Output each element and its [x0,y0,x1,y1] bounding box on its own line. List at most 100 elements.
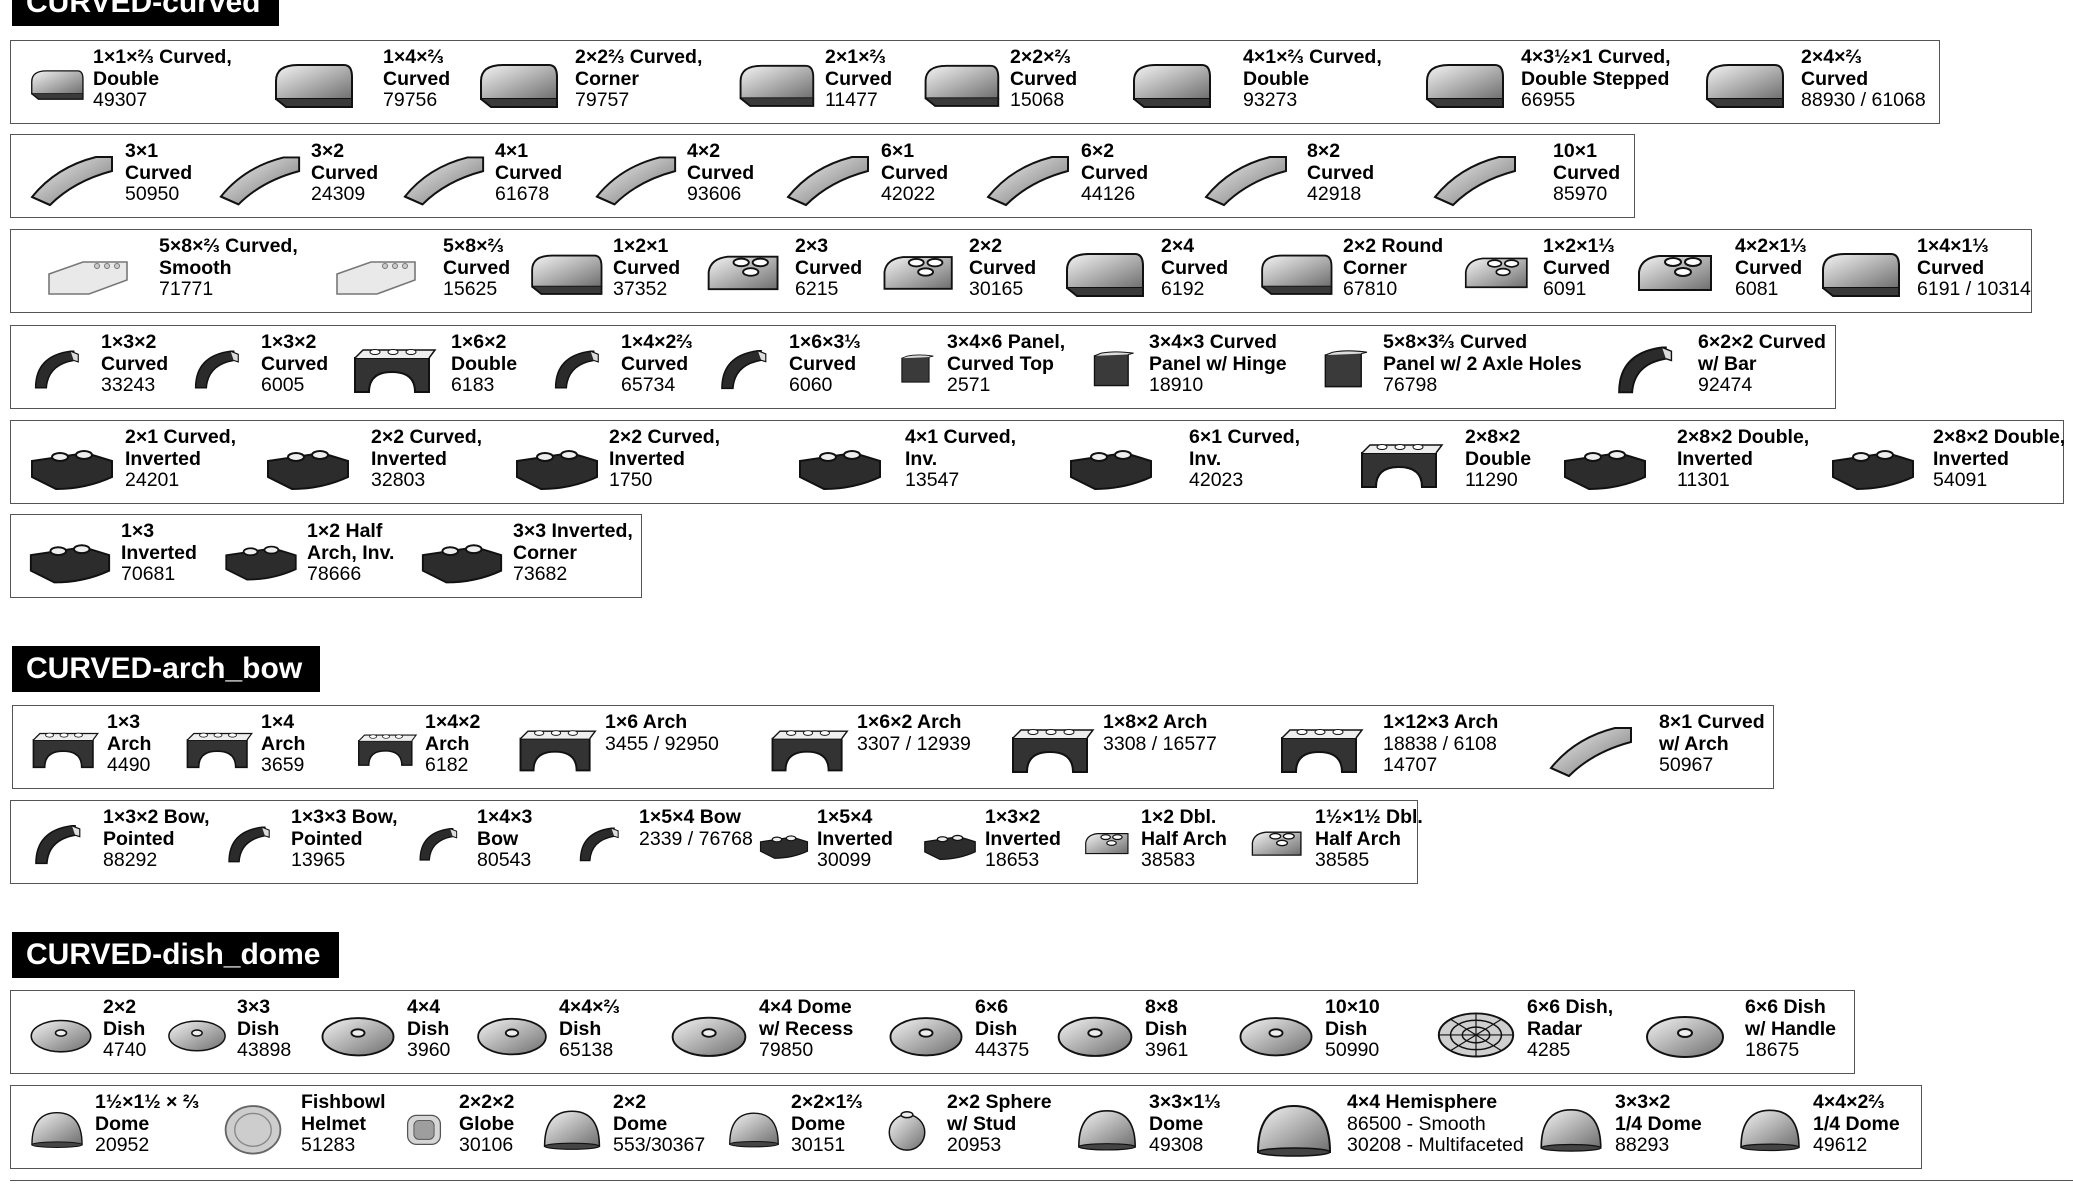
part-name: 4×1×⅔ Curved, Double [1243,46,1382,90]
part-number: 80543 [477,849,532,871]
part-number: 49612 [1813,1134,1868,1156]
part-name: 1×1×⅔ Curved, Double [93,46,232,90]
studded-brick-icon [701,240,789,304]
part-number: 67810 [1343,278,1398,300]
part-label: 6×1 Curved, Inv.42023 [1189,426,1300,492]
part-number: 20952 [95,1134,150,1156]
quarter-arc-brick-icon [185,336,255,400]
curved-brick-icon [1807,240,1911,304]
part-number: 50950 [125,183,180,205]
helmet-icon [211,1096,295,1160]
part-number: 79850 [759,1039,814,1061]
part-number: 49308 [1149,1134,1204,1156]
part-name: 5×8×3⅔ Curved Panel w/ 2 Axle Holes [1383,331,1582,375]
part-number: 65734 [621,374,676,396]
arch-brick-icon [353,716,419,780]
part-number: 50967 [1659,754,1714,776]
part-number: 61678 [495,183,550,205]
part-name: 1×4×2⅔ Curved [621,331,693,375]
part-name: 1×5×4 Inverted [817,806,893,850]
part-number: 33243 [101,374,156,396]
part-number: 88293 [1615,1134,1670,1156]
part-number: 6215 [795,278,839,300]
part-name: 1×12×3 Arch [1383,711,1499,733]
section-header: CURVED-arch_bow [12,646,321,692]
part-number: 4490 [107,754,151,776]
part-name: 4×4 Hemisphere [1347,1091,1498,1113]
inverted-brick-icon [25,431,119,495]
slope-brick-icon [1405,145,1545,209]
part-number: 79757 [575,89,630,111]
part-number: 6060 [789,374,833,396]
part-number: 70681 [121,563,176,585]
slope-brick-icon [399,145,489,209]
arch-brick-icon [765,716,851,780]
curved-brick-icon [1103,51,1237,115]
section-header: CURVED-curved [12,0,279,26]
part-name: 2×8×2 Double, Inverted [1933,426,2066,470]
part-number: 30099 [817,849,872,871]
part-name: 1×6×2 Arch [857,711,962,733]
part-name: 2×2 Dome [613,1091,668,1135]
part-number: 18675 [1745,1039,1800,1061]
slope-brick-icon [981,145,1075,209]
part-number: 13547 [905,469,960,491]
part-number: 2339 / 76768 [639,827,753,850]
part-number: 18910 [1149,374,1204,396]
part-name: 8×1 Curved w/ Arch [1659,711,1765,755]
inverted-brick-icon [757,811,811,875]
part-name: 6×2 Curved [1081,140,1149,184]
part-number: 1750 [609,469,653,491]
inverted-brick-icon [921,811,979,875]
part-number: 6182 [425,754,469,776]
part-name: 5×8×⅔ Curved [443,235,511,279]
part-number: 32803 [371,469,426,491]
part-number: 4285 [1527,1039,1571,1061]
dish-icon [315,1001,401,1065]
part-name: 8×2 Curved [1307,140,1375,184]
part-number: 78666 [307,563,362,585]
slope-brick-icon [1529,716,1653,780]
part-name: 4×3½×1 Curved, Double Stepped [1521,46,1671,90]
part-name: 1×3×2 Bow, Pointed [103,806,210,850]
part-number: 88292 [103,849,158,871]
part-label: 4×1 Curved, Inv.13547 [905,426,1016,492]
part-number: 6081 [1735,278,1779,300]
quarter-arc-brick-icon [25,811,97,875]
part-number: 11477 [825,89,878,111]
plate-brick-icon [25,240,153,304]
part-number: 73682 [513,563,568,585]
part-name: 3×4×6 Panel, Curved Top [947,331,1066,375]
part-name: 2×2×⅔ Curved [1010,46,1078,90]
part-number: 3308 / 16577 [1103,732,1217,755]
part-name: 1×6×3⅓ Curved [789,331,861,375]
part-number: 44375 [975,1039,1030,1061]
dish-icon [1051,1001,1139,1065]
curved-brick-icon [523,240,607,304]
